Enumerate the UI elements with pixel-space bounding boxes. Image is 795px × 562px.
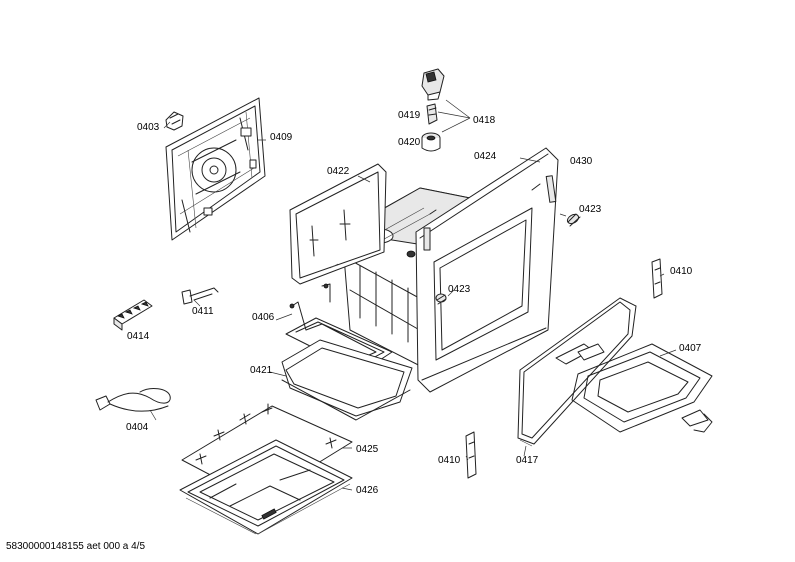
part-0420-bezel[interactable]: [421, 132, 441, 152]
part-0423-lamp-a[interactable]: [566, 213, 581, 227]
label-0417: 0417: [516, 455, 539, 466]
label-0403: 0403: [137, 122, 160, 133]
label-0423-lower: 0423: [448, 284, 471, 295]
part-0419-spindle[interactable]: [426, 103, 438, 125]
label-0409: 0409: [270, 132, 293, 143]
label-0430: 0430: [570, 156, 593, 167]
document-reference: 58300000148155 aet 000 a 4/5: [6, 541, 146, 552]
label-0407: 0407: [679, 343, 702, 354]
label-0418: 0418: [473, 115, 496, 126]
label-0411: 0411: [192, 306, 214, 317]
label-0410-bottom: 0410: [438, 455, 461, 466]
label-0424: 0424: [474, 151, 497, 162]
part-0410-hinge-a[interactable]: [651, 258, 663, 299]
part-0417-wire[interactable]: [519, 439, 533, 447]
label-0420: 0420: [398, 137, 421, 148]
part-0421-tray[interactable]: [281, 339, 413, 421]
part-0403-clip[interactable]: [165, 111, 184, 131]
label-0422: 0422: [327, 166, 350, 177]
label-0423-upper: 0423: [579, 204, 602, 215]
label-0406: 0406: [252, 312, 275, 323]
part-0407-bottom-heater[interactable]: [517, 297, 713, 445]
part-0418-knob[interactable]: [421, 68, 445, 101]
part-0409-rear-panel[interactable]: [165, 97, 266, 241]
part-0426-bottom-frame[interactable]: [179, 439, 353, 535]
part-0430-front-frame[interactable]: [415, 147, 559, 393]
label-0426: 0426: [356, 485, 379, 496]
label-0404: 0404: [126, 422, 149, 433]
label-0421: 0421: [250, 365, 273, 376]
part-0422-side-panel[interactable]: [289, 163, 387, 285]
label-0425: 0425: [356, 444, 379, 455]
part-0423-lamp-b[interactable]: [435, 293, 447, 305]
part-0404-power-cord[interactable]: [95, 388, 171, 412]
label-0410-right: 0410: [670, 266, 693, 277]
part-0411-sensor[interactable]: [181, 287, 219, 305]
part-0410-hinge-b[interactable]: [465, 431, 477, 479]
label-0419: 0419: [398, 110, 421, 121]
part-0414-terminal-block[interactable]: [113, 299, 153, 331]
label-0414: 0414: [127, 331, 150, 342]
